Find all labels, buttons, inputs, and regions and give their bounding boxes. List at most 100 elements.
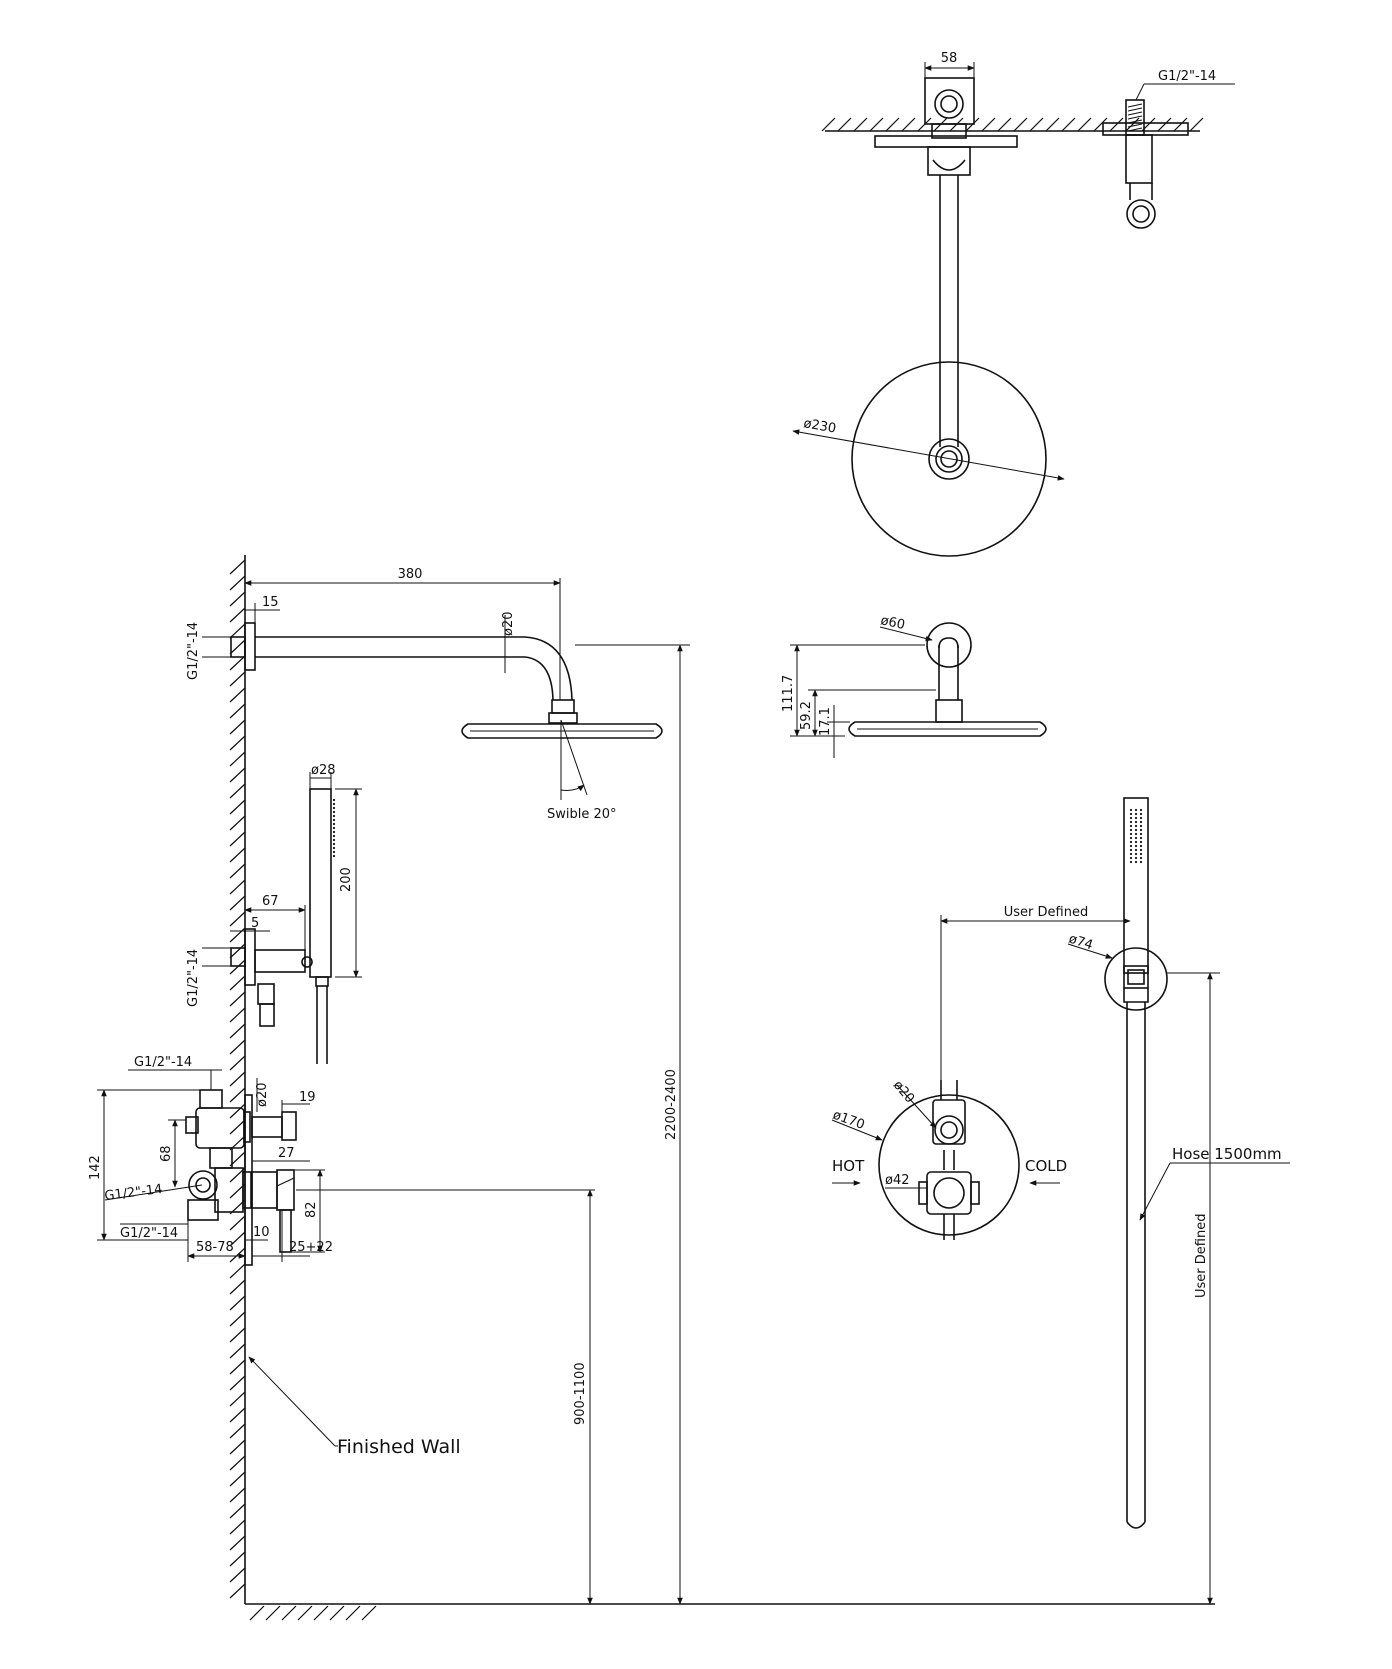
floor-hatching	[249, 1605, 377, 1621]
hatch-stroke	[229, 1439, 246, 1455]
ceiling-hatching	[821, 117, 1204, 132]
nozzle-dot	[332, 818, 336, 822]
label-hand-thread: G1/2"-14	[186, 949, 201, 1007]
hatch-stroke	[229, 1583, 246, 1599]
nozzle-dot	[1129, 832, 1133, 836]
nozzle-dot	[332, 798, 336, 802]
arm-thread	[230, 636, 246, 658]
leader-hose	[1139, 1162, 1171, 1221]
hatch-stroke	[229, 719, 246, 735]
hatch-stroke	[229, 1519, 246, 1535]
handle-front	[1123, 797, 1149, 974]
hatch-stroke	[229, 1567, 246, 1583]
dim-170	[831, 1119, 883, 1141]
nozzle-dot	[1134, 816, 1138, 820]
hatch-stroke	[229, 1103, 246, 1119]
hatch-stroke	[1125, 117, 1140, 132]
holder-ring-outer	[1126, 199, 1156, 229]
label-27: 27	[278, 1146, 295, 1161]
label-17: 17.1	[818, 707, 833, 736]
nozzle-dot	[1129, 816, 1133, 820]
nozzle-dot	[332, 826, 336, 830]
hatch-stroke	[229, 1087, 246, 1103]
wall-outlet	[254, 949, 306, 973]
arm-bend-inner	[524, 656, 554, 701]
hatch-stroke	[1109, 117, 1124, 132]
nozzle-dot	[1129, 836, 1133, 840]
hatch-stroke	[229, 751, 246, 767]
hatch-stroke	[229, 879, 246, 895]
nozzle-dot	[332, 810, 336, 814]
hatch-stroke	[249, 1605, 265, 1621]
nozzle-dot	[332, 846, 336, 850]
hatch-stroke	[229, 831, 246, 847]
nozzle-dot	[1129, 828, 1133, 832]
label-valve-d20: ø20	[255, 1083, 270, 1108]
total-height-dimension: 2200-2400	[575, 644, 690, 1605]
nozzle-dot	[1129, 844, 1133, 848]
hatch-stroke	[313, 1605, 329, 1621]
nozzle-dot	[1134, 852, 1138, 856]
nozzle-dot	[332, 802, 336, 806]
label-hose: Hose 1500mm	[1172, 1145, 1282, 1163]
hatch-stroke	[229, 671, 246, 687]
arm-flange	[244, 622, 256, 671]
nozzle-dot	[1139, 848, 1143, 852]
label-thread-top: G1/2"-14	[134, 1055, 192, 1070]
hatch-stroke	[229, 1535, 246, 1551]
label-thread-mid: G1/2"-14	[104, 1182, 164, 1204]
nozzle-dot	[1134, 808, 1138, 812]
label-arm-d20: ø20	[501, 612, 516, 637]
hatch-stroke	[229, 943, 246, 959]
arm-bend-outer	[524, 636, 573, 701]
label-142: 142	[88, 1155, 103, 1180]
label-10: 10	[253, 1225, 270, 1240]
hatch-stroke	[229, 815, 246, 831]
label-swivel: Swible 20°	[547, 807, 617, 822]
nozzle-dot	[1134, 824, 1138, 828]
hatch-stroke	[361, 1605, 377, 1621]
nozzle-dot	[1139, 808, 1143, 812]
nozzle-dot	[1139, 844, 1143, 848]
hatch-stroke	[1127, 123, 1143, 128]
label-74: ø74	[1067, 932, 1095, 954]
arm-connector	[927, 146, 971, 176]
label-60: ø60	[879, 613, 906, 633]
hatch-stroke	[1029, 117, 1044, 132]
label-hot: HOT	[832, 1157, 865, 1175]
wall-hatching	[229, 559, 246, 1599]
hatch-stroke	[229, 895, 246, 911]
label-25-22: 25+22	[289, 1240, 333, 1255]
hatch-stroke	[1127, 119, 1143, 124]
label-900-1100: 900-1100	[573, 1362, 588, 1425]
label-cold: COLD	[1025, 1157, 1067, 1175]
ceiling-mount-view: 58 G1/2"-14 ø230	[792, 51, 1235, 557]
label-111: 111.7	[781, 675, 796, 712]
hatch-stroke	[281, 1605, 297, 1621]
hatch-stroke	[229, 607, 246, 623]
head-side-profile: 111.7 59.2 17.1 ø60	[781, 613, 1047, 758]
hatch-stroke	[1013, 117, 1028, 132]
nozzle-dot	[332, 842, 336, 846]
hatch-stroke	[229, 1119, 246, 1135]
nozzle-dot	[332, 834, 336, 838]
nozzle-dot	[1129, 812, 1133, 816]
nozzle-dot	[1139, 840, 1143, 844]
hatch-stroke	[229, 1455, 246, 1471]
hand-shower-side-view: ø28 200 67 5 G1/2"-14	[186, 763, 362, 1064]
nozzle-dot	[1139, 856, 1143, 860]
nozzle-dot	[1139, 820, 1143, 824]
hatch-stroke	[229, 1375, 246, 1391]
hatch-stroke	[229, 1263, 246, 1279]
nozzle-dot	[1134, 832, 1138, 836]
hatch-stroke	[229, 1007, 246, 1023]
holder-stem	[1125, 134, 1153, 184]
label-200: 200	[339, 867, 354, 892]
hatch-stroke	[229, 799, 246, 815]
dim-60	[879, 626, 933, 642]
label-58: 58	[941, 51, 958, 66]
hatch-stroke	[229, 1295, 246, 1311]
hatch-stroke	[1173, 117, 1188, 132]
hatch-stroke	[229, 911, 246, 927]
nozzle-dot	[332, 854, 336, 858]
